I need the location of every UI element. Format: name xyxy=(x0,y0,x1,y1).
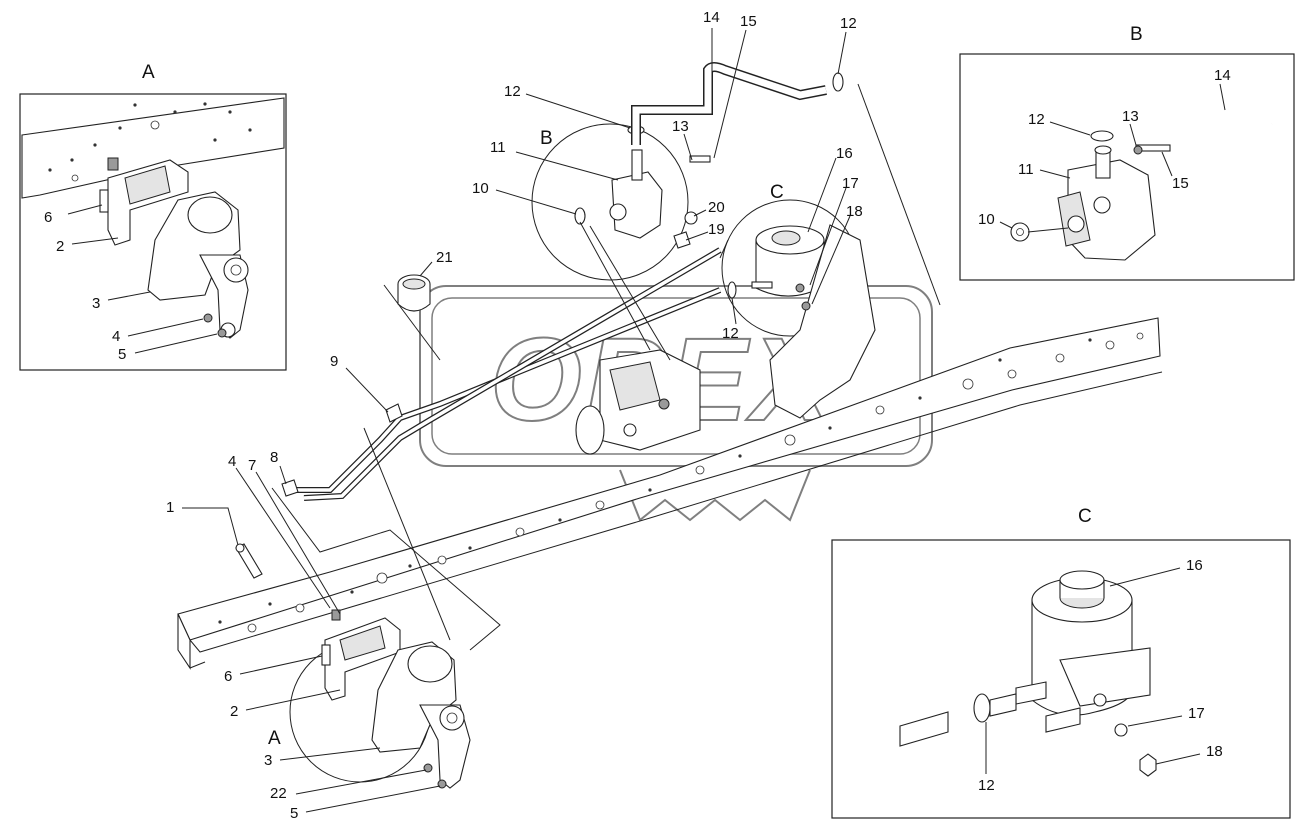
svg-text:5: 5 xyxy=(290,805,298,822)
svg-text:14: 14 xyxy=(703,9,720,26)
svg-text:12: 12 xyxy=(722,325,739,342)
svg-text:6: 6 xyxy=(224,668,232,685)
main-pump xyxy=(531,123,711,281)
callout-circle-b xyxy=(531,123,689,281)
svg-text:6: 6 xyxy=(44,209,52,226)
svg-text:9: 9 xyxy=(330,353,338,370)
svg-text:4: 4 xyxy=(112,328,120,345)
svg-text:A: A xyxy=(268,728,281,749)
svg-text:3: 3 xyxy=(92,295,100,312)
svg-text:10: 10 xyxy=(472,180,489,197)
view-a-rail-holes xyxy=(48,102,252,182)
view-a-steering-gear xyxy=(99,157,249,339)
main-hose-1 xyxy=(235,543,263,579)
view-c-title: C xyxy=(1078,506,1092,527)
main-connection-lines xyxy=(271,83,941,651)
svg-text:22: 22 xyxy=(270,785,287,802)
svg-text:17: 17 xyxy=(1188,705,1205,722)
detail-view-b: B 14 12 xyxy=(959,24,1295,281)
view-b-labels: 14 12 13 11 15 10 xyxy=(978,67,1231,228)
svg-text:2: 2 xyxy=(56,238,64,255)
svg-text:16: 16 xyxy=(836,145,853,162)
svg-text:18: 18 xyxy=(1206,743,1223,760)
svg-text:12: 12 xyxy=(1028,111,1045,128)
main-callouts: B C A xyxy=(268,128,784,749)
svg-text:13: 13 xyxy=(672,118,689,135)
svg-text:11: 11 xyxy=(1018,161,1034,178)
main-reservoir xyxy=(721,199,876,419)
view-a-title: A xyxy=(142,62,155,83)
view-b-leaders xyxy=(999,83,1226,233)
svg-text:18: 18 xyxy=(846,203,863,220)
svg-text:13: 13 xyxy=(1122,108,1139,125)
main-steering-gear xyxy=(289,609,471,789)
svg-text:7: 7 xyxy=(248,457,256,474)
main-pressure-lines xyxy=(281,247,722,501)
svg-text:21: 21 xyxy=(436,249,453,266)
view-c-labels: 16 17 18 12 xyxy=(978,557,1223,794)
svg-text:1: 1 xyxy=(166,499,174,516)
main-compressor xyxy=(575,349,701,455)
svg-text:11: 11 xyxy=(490,139,506,156)
svg-text:20: 20 xyxy=(708,199,725,216)
svg-text:12: 12 xyxy=(978,777,995,794)
svg-text:B: B xyxy=(540,128,553,149)
main-bushing-21 xyxy=(397,274,431,312)
svg-text:15: 15 xyxy=(740,13,757,30)
svg-text:C: C xyxy=(770,182,784,203)
main-assembly: 14 15 12 12 13 11 10 16 17 20 18 19 21 1… xyxy=(166,9,1163,822)
main-leaders xyxy=(182,28,851,813)
svg-text:16: 16 xyxy=(1186,557,1203,574)
detail-view-a: A xyxy=(19,62,287,371)
svg-text:8: 8 xyxy=(270,449,278,466)
view-c-reservoir xyxy=(899,570,1157,777)
view-a-leaders xyxy=(67,204,218,354)
svg-text:12: 12 xyxy=(504,83,521,100)
main-labels: 14 15 12 12 13 11 10 16 17 20 18 19 21 1… xyxy=(166,9,863,822)
svg-text:4: 4 xyxy=(228,453,236,470)
frame-holes xyxy=(218,332,1144,633)
view-a-labels: 6 2 3 4 5 xyxy=(44,209,126,363)
svg-text:17: 17 xyxy=(842,175,859,192)
svg-text:10: 10 xyxy=(978,211,995,228)
svg-text:3: 3 xyxy=(264,752,272,769)
svg-text:15: 15 xyxy=(1172,175,1189,192)
svg-text:14: 14 xyxy=(1214,67,1231,84)
svg-text:5: 5 xyxy=(118,346,126,363)
svg-text:12: 12 xyxy=(840,15,857,32)
view-b-title: B xyxy=(1130,24,1143,45)
view-c-leaders xyxy=(985,567,1201,774)
svg-text:19: 19 xyxy=(708,221,725,238)
svg-text:2: 2 xyxy=(230,703,238,720)
view-b-pump xyxy=(1010,130,1171,261)
detail-view-c: C 16 17 18 12 xyxy=(831,506,1291,819)
